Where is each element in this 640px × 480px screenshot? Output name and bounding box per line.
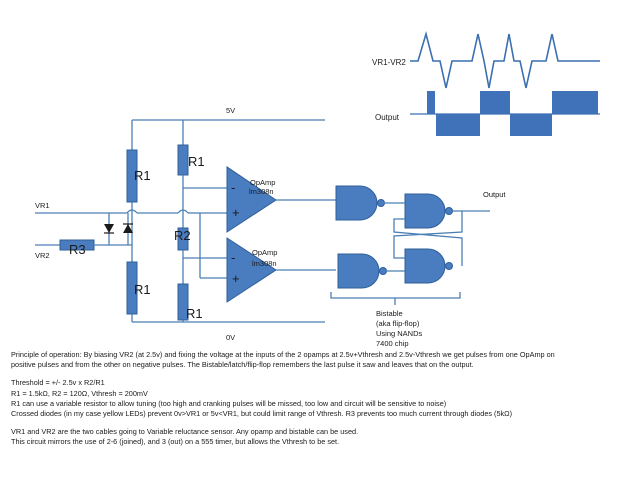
label-vr1: VR1 bbox=[35, 201, 50, 210]
label-r3: R3 bbox=[69, 242, 86, 257]
waveform-vr1-vr2 bbox=[410, 31, 600, 89]
opamp-2 bbox=[226, 237, 277, 303]
opamp-2-plus: + bbox=[232, 271, 240, 286]
nand-gate-1 bbox=[335, 185, 378, 221]
note-values: R1 = 1.5kΩ, R2 = 120Ω, Vthresh = 200mV bbox=[11, 388, 148, 398]
bistable-label-3: Using NANDs bbox=[376, 329, 423, 338]
rail-5v-label: 5V bbox=[226, 106, 235, 115]
circuit-diagram: VR1-VR2 Output 5V 0V R1 R1 R1 R2 R1 VR1 … bbox=[35, 31, 600, 348]
opamp-2-part: lm308n bbox=[252, 259, 277, 268]
label-r1-mid-bottom: R1 bbox=[186, 306, 203, 321]
opamp-2-minus: - bbox=[231, 250, 235, 265]
opamp-1-name: OpAmp bbox=[250, 178, 275, 187]
label-r1-mid-top: R1 bbox=[188, 154, 205, 169]
nand-gate-3 bbox=[337, 253, 380, 289]
note-diodes: Crossed diodes (in my case yellow LEDs) … bbox=[11, 409, 513, 419]
opamp-1-part: lm308n bbox=[249, 187, 274, 196]
label-r1-left-top: R1 bbox=[134, 168, 151, 183]
resistor-r1-mid-top bbox=[177, 144, 189, 176]
opamp-1 bbox=[226, 166, 277, 233]
waveform-output bbox=[410, 91, 600, 136]
explanation-notes: Principle of operation: By biasing VR2 (… bbox=[11, 350, 633, 448]
note-threshold: Threshold = +/- 2.5v x R2/R1 bbox=[11, 378, 105, 388]
label-r1-left-bottom: R1 bbox=[134, 282, 151, 297]
opamp-1-minus: - bbox=[231, 180, 235, 195]
label-output: Output bbox=[483, 190, 506, 199]
opamp-2-name: OpAmp bbox=[252, 248, 277, 257]
waveform-label-vr1-vr2: VR1-VR2 bbox=[372, 58, 406, 67]
note-555: This circuit mirrors the use of 2-6 (joi… bbox=[11, 437, 340, 447]
note-principle-1: Principle of operation: By biasing VR2 (… bbox=[11, 350, 555, 359]
bistable-label-2: (aka flip-flop) bbox=[376, 319, 420, 328]
bistable-label-4: 7400 chip bbox=[376, 339, 409, 348]
crossed-diodes bbox=[104, 213, 133, 245]
opamp-1-plus: + bbox=[232, 205, 240, 220]
note-cables: VR1 and VR2 are the two cables going to … bbox=[11, 427, 359, 437]
nand-gate-4 bbox=[404, 248, 446, 284]
bistable-label-1: Bistable bbox=[376, 309, 403, 318]
label-vr2: VR2 bbox=[35, 251, 50, 260]
waveform-label-output: Output bbox=[375, 113, 400, 122]
rail-0v-label: 0V bbox=[226, 333, 235, 342]
bistable-bracket bbox=[330, 292, 461, 299]
label-r2: R2 bbox=[174, 228, 191, 243]
note-r1: R1 can use a variable resistor to allow … bbox=[11, 398, 447, 408]
note-principle-2: positive pulses and from the other on ne… bbox=[11, 360, 474, 370]
nand-gate-2 bbox=[404, 193, 446, 229]
